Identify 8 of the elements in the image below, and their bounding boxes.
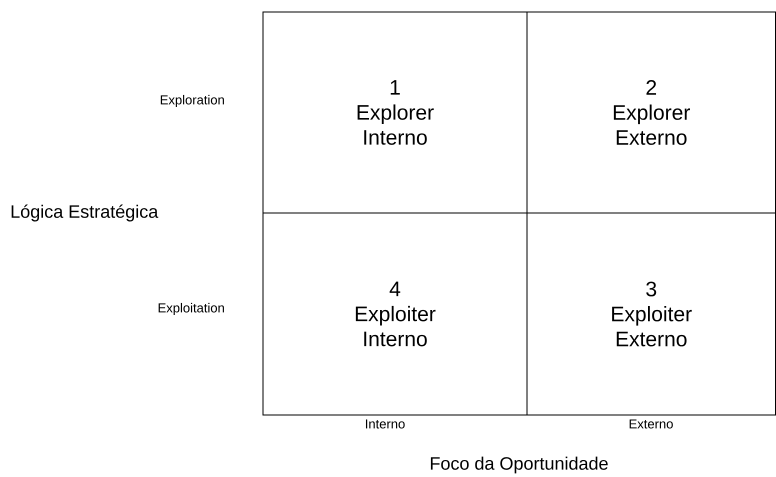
- axis-label: Exploration: [160, 94, 224, 108]
- quadrant-cell: 3 Exploiter Externo: [526, 212, 776, 416]
- quadrant-cell: 4 Exploiter Interno: [262, 212, 528, 416]
- axis-label: Lógica Estratégica: [12, 204, 158, 222]
- quadrant-cell: 1 Explorer Interno: [262, 12, 528, 214]
- axis-label: Exploitation: [158, 302, 224, 316]
- quadrant-cell: 2 Explorer Externo: [526, 12, 776, 214]
- axis-label: Foco da Oportunidade: [430, 456, 608, 474]
